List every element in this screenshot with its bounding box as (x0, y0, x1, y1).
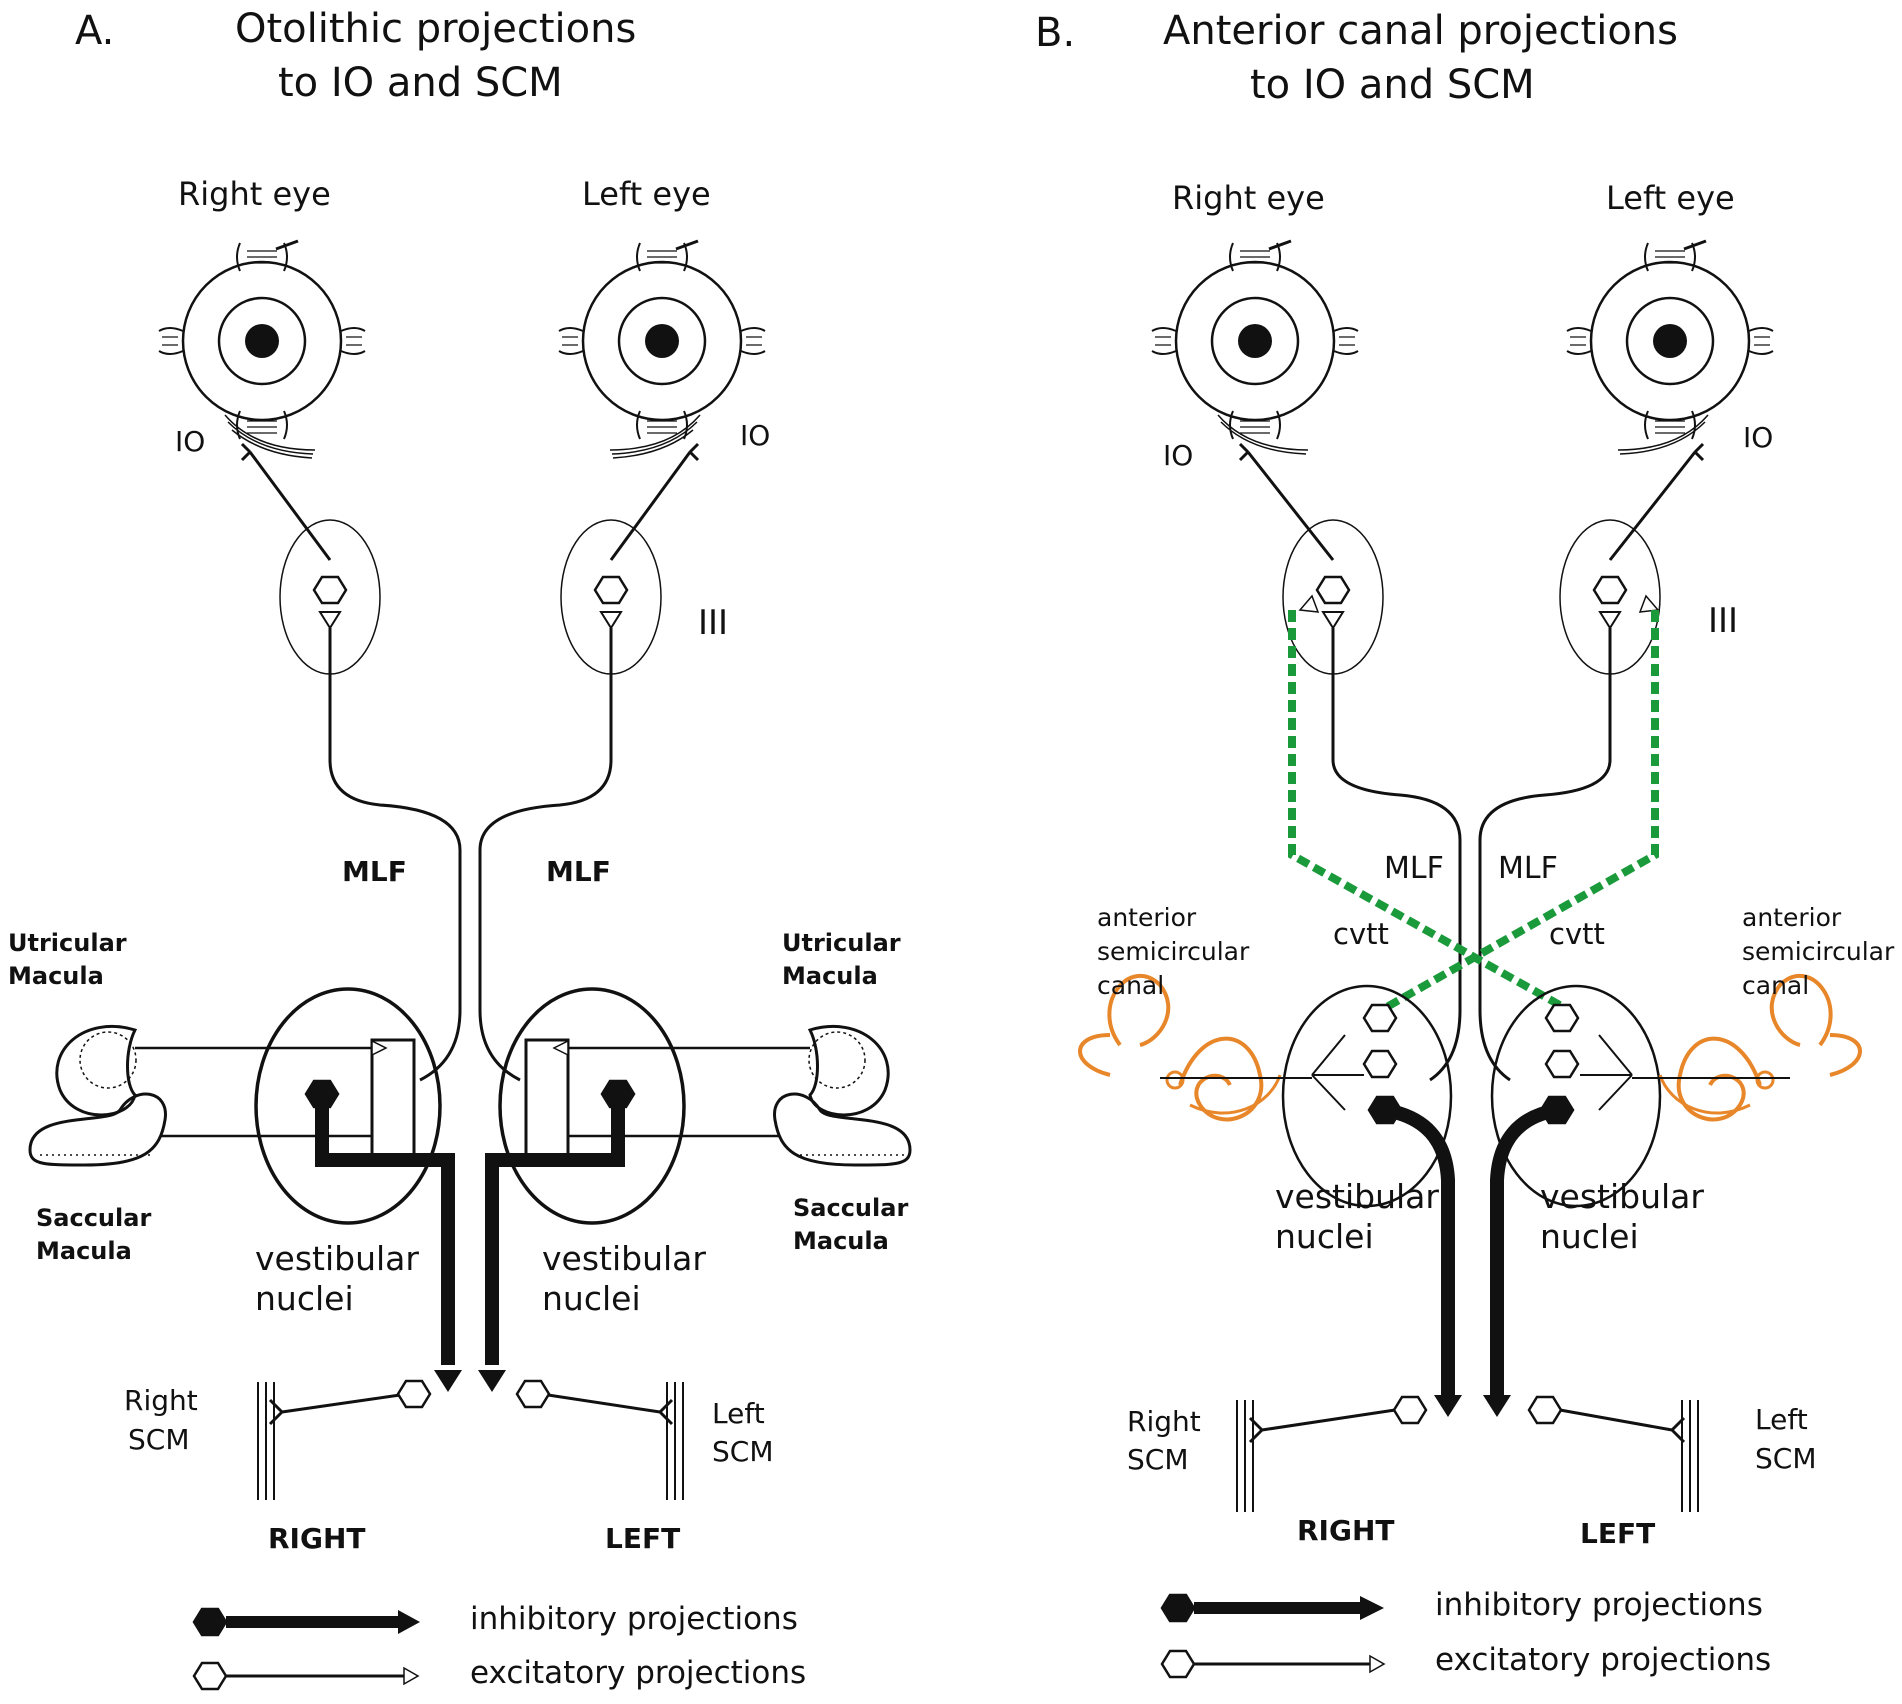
panel-b-letter: B. (1035, 10, 1076, 56)
mlf-label-right: MLF (1384, 851, 1444, 886)
inhibitory-path-right (315, 1094, 455, 1365)
scm-left-label-line1: Left (1755, 1403, 1808, 1436)
vestibular-nuclei-left-label-line2: nuclei (1540, 1217, 1639, 1256)
saccular-macula-left-label-line2: Macula (793, 1227, 889, 1255)
panel-b-graphics (1078, 239, 1862, 1679)
cvtt-label-left: cvtt (1549, 917, 1605, 951)
side-right-label: RIGHT (268, 1522, 366, 1555)
scm-right-label-line2: SCM (1127, 1443, 1189, 1476)
vestibular-nuclei-right-label-line1: vestibular (255, 1239, 419, 1278)
right-eye-label: Right eye (1172, 179, 1325, 217)
mlf-label-right: MLF (342, 855, 407, 888)
panel-b-title-line1: Anterior canal projections (1163, 8, 1678, 54)
anterior-canal-right-label-line1: anterior (1097, 903, 1197, 932)
mlf-pathway-right (328, 628, 462, 1082)
vestibular-nuclei-left (1490, 984, 1662, 1208)
mlf-label-left: MLF (546, 855, 611, 888)
legend-b-excitatory-line (1160, 1649, 1386, 1679)
mlf-pathway-right (1331, 628, 1462, 1082)
panel-b-title-line2: to IO and SCM (1250, 62, 1535, 108)
io-label-left: IO (740, 419, 771, 452)
mlf-pathway-left (478, 628, 613, 1082)
utricular-macula-left-label-line1: Utricular (782, 929, 901, 957)
cvtt-label-right: cvtt (1333, 917, 1389, 951)
vestibular-nuclei-left-label-line1: vestibular (1540, 1177, 1704, 1216)
legend-b-inhibitory-line (1160, 1593, 1384, 1623)
cvtt-pathway-left (1383, 610, 1659, 1012)
vestibular-nuclei-left-label-line2: nuclei (542, 1279, 641, 1318)
legend-a-inhibitory-line (192, 1607, 420, 1637)
legend-a-inhibitory-label: inhibitory projections (470, 1601, 798, 1637)
utricular-macula-right-icon (55, 1024, 138, 1117)
oculomotor-axon-left (609, 442, 700, 561)
left-eye-icon (557, 239, 767, 441)
vestibular-nuclei-right (1281, 984, 1453, 1208)
panel-a-title-line2: to IO and SCM (278, 60, 563, 106)
left-eye-label: Left eye (582, 175, 711, 213)
panel-a-title-line1: Otolithic projections (235, 6, 637, 52)
vestibular-nuclei-right-label-line1: vestibular (1275, 1177, 1439, 1216)
oculomotor-axon-right (240, 442, 332, 561)
anterior-canal-left-label-line2: semicircular (1742, 937, 1895, 966)
utricular-macula-left-icon (807, 1024, 890, 1117)
scm-motor-left (547, 1393, 674, 1426)
vestibular-nuclei-right-label-line2: nuclei (255, 1279, 354, 1318)
saccular-macula-right-label-line1: Saccular (36, 1204, 152, 1232)
mlf-label-left: MLF (1498, 851, 1558, 886)
io-muscle-left (1617, 414, 1709, 455)
legend-b-inhibitory-label: inhibitory projections (1435, 1587, 1763, 1623)
saccular-macula-right-icon (28, 1092, 167, 1167)
legend-a-excitatory-line (192, 1661, 420, 1691)
side-left-label: LEFT (1580, 1517, 1656, 1550)
inhibitory-path-right (1383, 1103, 1455, 1395)
utricular-macula-right-label-line2: Macula (8, 962, 104, 990)
left-eye-label: Left eye (1606, 179, 1735, 217)
panel-a-graphics (28, 239, 912, 1691)
motoneuron-right (312, 575, 348, 605)
right-eye-icon (157, 239, 367, 441)
anterior-canal-left-label-line3: canal (1742, 971, 1810, 1000)
scm-left-label-line2: SCM (1755, 1442, 1817, 1475)
cranial-nerve-iii-label: III (1708, 601, 1739, 641)
left-eye-icon (1565, 239, 1775, 441)
scm-left-label-line1: Left (712, 1397, 765, 1430)
side-left-label: LEFT (605, 1522, 681, 1555)
cranial-nerve-iii-label: III (698, 603, 729, 643)
saccular-macula-left-icon (773, 1092, 912, 1167)
vestibular-nuclei-left-label-line1: vestibular (542, 1239, 706, 1278)
anterior-canal-right-label-line2: semicircular (1097, 937, 1250, 966)
legend-a-excitatory-label: excitatory projections (470, 1655, 807, 1691)
right-eye-icon (1150, 239, 1360, 441)
vestibular-nuclei-right (254, 987, 442, 1225)
legend-b-excitatory-label: excitatory projections (1435, 1642, 1772, 1678)
mlf-pathway-left (1478, 628, 1612, 1082)
io-muscle-right (224, 414, 316, 459)
scm-left-label-line2: SCM (712, 1435, 774, 1468)
utricular-macula-left-label-line2: Macula (782, 962, 878, 990)
vestibular-nuclei-left (498, 987, 686, 1225)
motoneuron-left (593, 575, 629, 605)
io-muscle-right (1217, 414, 1309, 455)
anterior-canal-left-label-line1: anterior (1742, 903, 1842, 932)
saccular-macula-left-label-line1: Saccular (793, 1194, 909, 1222)
io-muscle-left (609, 414, 701, 459)
scm-motor-right (268, 1393, 401, 1426)
scm-right-label-line2: SCM (128, 1423, 190, 1456)
io-label-right: IO (175, 425, 206, 458)
right-eye-label: Right eye (178, 175, 331, 213)
utricular-macula-right-label-line1: Utricular (8, 929, 127, 957)
scm-right-label-line1: Right (1127, 1405, 1201, 1438)
scm-right-label-line1: Right (124, 1384, 198, 1417)
side-right-label: RIGHT (1297, 1514, 1395, 1547)
anterior-canal-right-label-line3: canal (1097, 971, 1165, 1000)
io-label-left: IO (1743, 421, 1774, 454)
saccular-macula-right-label-line2: Macula (36, 1237, 132, 1265)
io-label-right: IO (1163, 439, 1194, 472)
panel-a-letter: A. (75, 8, 115, 54)
inhibitory-path-left (485, 1094, 625, 1365)
vestibular-nuclei-right-label-line2: nuclei (1275, 1217, 1374, 1256)
